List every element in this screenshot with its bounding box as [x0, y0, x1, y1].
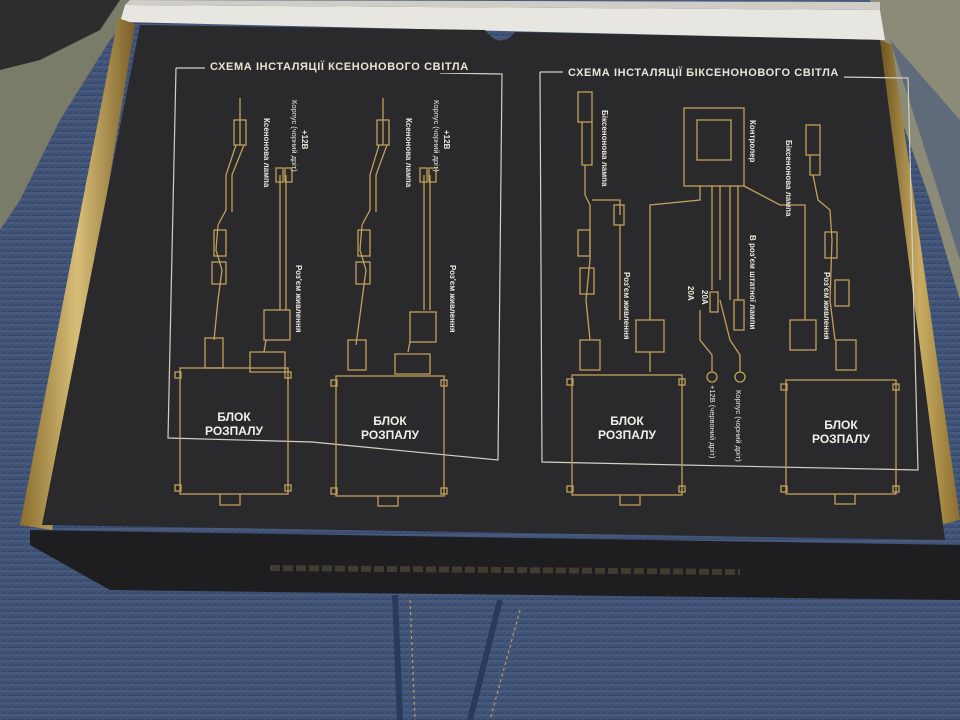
ground-wire-label-3: Корпус (чорний дріт)	[734, 390, 743, 462]
gold-side-left	[20, 18, 135, 530]
ballast-label-3: БЛОК РОЗПАЛУ	[597, 414, 657, 442]
ballast-label-2: БЛОК РОЗПАЛУ	[360, 414, 420, 442]
plus12v-label-1: +12В	[300, 130, 309, 150]
power-connector-label-1: Роз'єм живлення	[294, 265, 303, 333]
xenon-lamp-label-2: Ксенонова лампа	[404, 118, 413, 188]
box-front	[30, 530, 960, 600]
fuse-label-2: 20A	[700, 290, 709, 305]
power-connector-label-2: Роз'єм живлення	[448, 265, 457, 333]
gold-side-right	[880, 40, 960, 525]
ballast-label-1: БЛОК РОЗПАЛУ	[204, 410, 264, 438]
plus12v-red-label: +12В (червоний дріт)	[708, 385, 717, 459]
carton-flap	[120, 5, 885, 40]
plus12v-label-2: +12В	[442, 130, 451, 150]
dark-object	[0, 0, 120, 70]
ground-wire-label-2: Корпус (чорний дріт)	[432, 100, 441, 172]
xenon-lamp-label-1: Ксенонова лампа	[262, 118, 271, 188]
left-diagram-title: СХЕМА ІНСТАЛЯЦІЇ КСЕНОНОВОГО СВІТЛА	[205, 61, 474, 73]
controller-label: Контролер	[748, 120, 757, 163]
ground-wire-label-1: Корпус (чорний дріт)	[290, 100, 299, 172]
bixenon-lamp-label-1: Біксенонова лампа	[600, 110, 609, 187]
box-lid	[42, 25, 945, 540]
bixenon-lamp-label-2: Біксенонова лампа	[784, 140, 793, 217]
fuse-label-1: 20A	[686, 286, 695, 301]
right-diagram-title: СХЕМА ІНСТАЛЯЦІЇ БІКСЕНОНОВОГО СВІТЛА	[563, 67, 844, 79]
stock-lamp-connector-label: В роз'єм штатної лампи	[748, 235, 757, 330]
ballast-label-4: БЛОК РОЗПАЛУ	[811, 418, 871, 446]
power-connector-label-4: Роз'єм живлення	[822, 272, 831, 340]
power-connector-label-3: Роз'єм живлення	[622, 272, 631, 340]
